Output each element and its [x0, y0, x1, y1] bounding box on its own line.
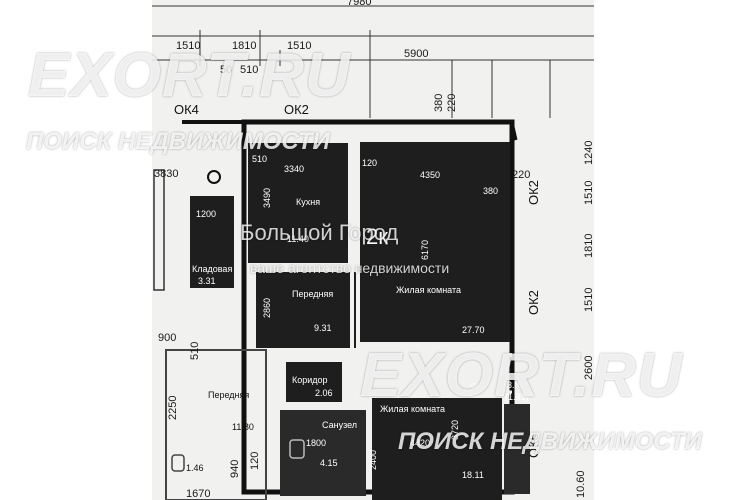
balcony-sub-area: (1.81) [505, 392, 529, 402]
living1-right-offset: 380 [483, 186, 498, 196]
room-corridor [286, 362, 342, 402]
kitchen-area: 11.40 [287, 234, 309, 244]
watermark-logo-top: EXORT.RU [28, 41, 351, 110]
dim-side-1810: 1810 [583, 234, 594, 258]
living1-name: Жилая комната [396, 285, 461, 295]
apartment-type-label: 2к [366, 224, 388, 249]
agency-tagline-watermark: ваше агентство недвижимости [250, 260, 450, 276]
small-area-1-46: 1.46 [186, 463, 204, 473]
dim-side-2600: 2600 [583, 356, 594, 380]
corridor-area: 2.06 [315, 388, 333, 398]
window-label-ok2-right1: ОК2 [526, 180, 541, 205]
agency-name-watermark: Большой Город [240, 220, 399, 245]
living1-area: 27.70 [462, 325, 485, 335]
dim-top-3: 1510 [287, 40, 311, 52]
room-kitchen [248, 143, 348, 263]
dim-top-5: 50 [220, 64, 232, 76]
room-balcony [504, 404, 530, 494]
living2-area: 18.11 [462, 470, 484, 480]
neighbor-hall-area: 11.80 [232, 422, 254, 432]
watermark-logo-bottom: EXORT.RU [360, 341, 683, 410]
living2-side: 2400 [368, 450, 378, 470]
window-label-ok2-right2: ОК2 [526, 290, 541, 315]
living1-height: 6170 [420, 240, 430, 260]
hall-height: 2860 [262, 298, 272, 318]
dim-side-220-top: 220 [446, 94, 458, 112]
dim-total-width: 7980 [347, 0, 371, 8]
room-pantry [190, 196, 234, 288]
watermark-tagline-top: ПОИСК НЕДВИЖИМОСТИ [26, 128, 330, 155]
dim-900: 900 [158, 332, 176, 344]
room-bathroom [280, 410, 366, 496]
pantry-width: 1200 [196, 209, 216, 219]
bathroom-area: 4.15 [320, 458, 338, 468]
watermark-tagline-bottom: ПОИСК НЕДВИЖИМОСТИ [398, 428, 702, 455]
dim-top-1: 1510 [176, 40, 200, 52]
kitchen-height: 3490 [262, 188, 272, 208]
dim-side-380-top: 380 [433, 94, 445, 112]
dim-10-60: 10.60 [575, 470, 587, 498]
dim-940: 940 [229, 460, 241, 478]
hall-name: Передняя [292, 289, 333, 299]
dim-top-2: 1810 [232, 40, 256, 52]
bathroom-width: 1800 [306, 438, 326, 448]
floor-plan-scan: 7980 1510 1810 1510 5900 50 510 ОК4 ОК2 … [152, 0, 594, 500]
neighbor-hall-name: Передняя [208, 390, 249, 400]
balcony-area: 3.81 [507, 380, 525, 390]
living2-name: Жилая комната [380, 404, 445, 414]
living1-width: 4350 [420, 170, 440, 180]
living1-offset: 120 [362, 158, 377, 168]
window-label-ok4: ОК4 [174, 102, 199, 117]
dim-3830: 3830 [154, 168, 178, 180]
dim-2250: 2250 [167, 396, 179, 420]
corridor-name: Коридор [292, 375, 328, 385]
bathroom-name: Санузел [322, 420, 357, 430]
window-label-ok2-top: ОК2 [284, 102, 309, 117]
room-living-1 [360, 142, 510, 342]
pantry-name: Кладовая [192, 264, 232, 274]
dim-side-220: 220 [512, 169, 530, 181]
dim-side-1240: 1240 [583, 141, 594, 165]
kitchen-offset: 510 [252, 154, 267, 164]
living2-offset: 510 [469, 383, 479, 398]
room-living-2 [372, 398, 502, 500]
dim-top-6: 510 [240, 64, 258, 76]
dim-top-4: 5900 [404, 48, 428, 60]
dim-510-left: 510 [189, 342, 201, 360]
dim-side-1510-b: 1510 [583, 288, 594, 312]
dim-1670: 1670 [186, 488, 210, 500]
floor-plan-drawing: 7980 1510 1810 1510 5900 50 510 ОК4 ОК2 … [152, 0, 594, 500]
pantry-area: 3.31 [198, 276, 216, 286]
kitchen-width: 3340 [284, 164, 304, 174]
living2-height: 3720 [450, 420, 460, 440]
kitchen-name: Кухня [296, 197, 320, 207]
dim-side-1510-a: 1510 [583, 181, 594, 205]
hall-area: 9.31 [314, 323, 332, 333]
dim-120: 120 [249, 452, 261, 470]
room-hall [256, 272, 356, 348]
living2-width: 4420 [410, 438, 430, 448]
